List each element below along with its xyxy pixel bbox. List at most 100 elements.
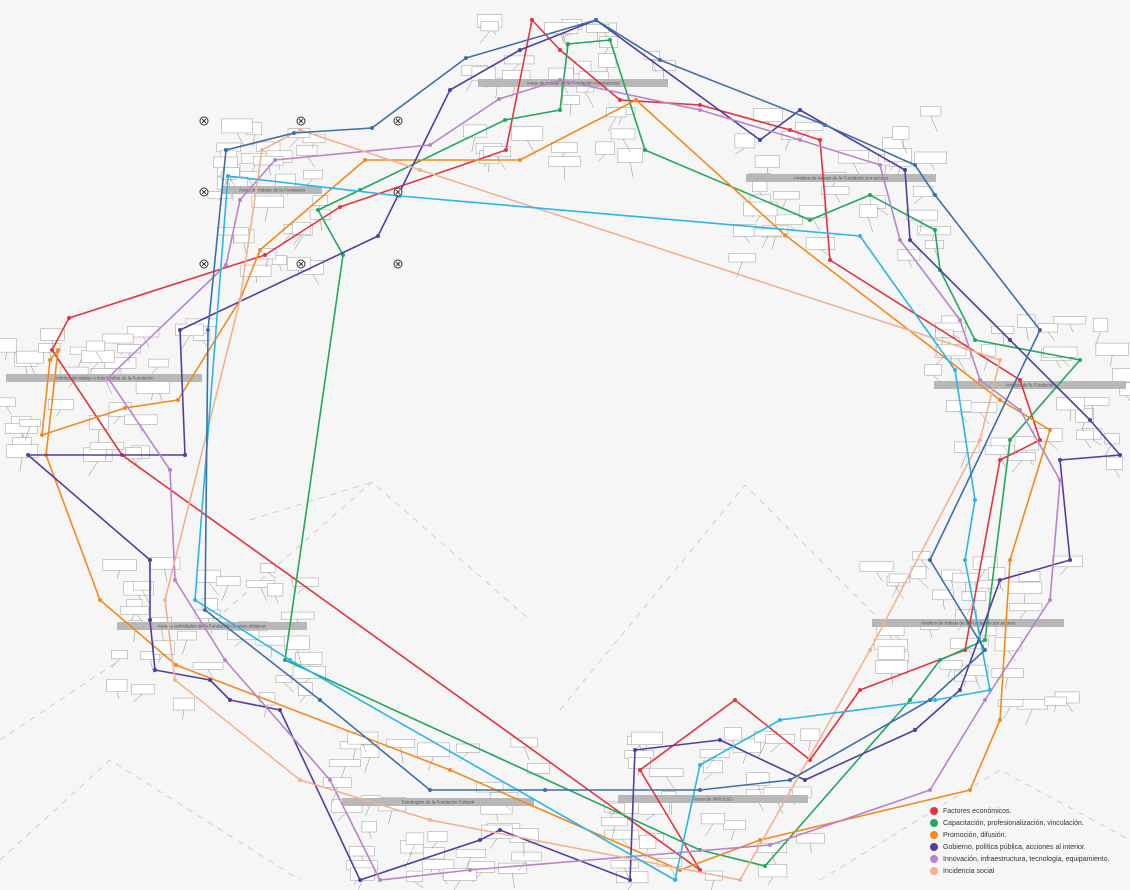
path-node <box>428 143 432 147</box>
node-box <box>604 829 639 840</box>
node-connector <box>983 356 990 371</box>
node-connector <box>113 416 121 425</box>
node-connector <box>1069 409 1071 422</box>
node-connector <box>293 234 302 246</box>
path-node <box>67 316 71 320</box>
node-connector <box>471 872 482 883</box>
node-box <box>932 589 954 601</box>
node-box <box>131 684 155 695</box>
node-connector <box>243 242 247 253</box>
path-node <box>273 158 277 162</box>
legend-item: Incidencia social <box>930 865 1128 877</box>
path-node <box>148 618 152 622</box>
path-node <box>958 688 962 692</box>
node-connector <box>523 746 530 761</box>
path-node <box>298 128 302 132</box>
node-connector <box>404 852 412 869</box>
node-box <box>148 358 169 368</box>
path-node <box>638 768 642 772</box>
path-node <box>933 698 937 702</box>
node-connector <box>151 393 153 401</box>
node-connector <box>1004 677 1008 690</box>
node-box <box>303 169 323 180</box>
node-connector <box>1003 706 1011 719</box>
node-box <box>1053 316 1086 325</box>
category-path <box>284 39 1081 867</box>
node-connector <box>253 134 255 147</box>
node-connector <box>999 454 1007 468</box>
legend-label: Gobierno, política pública, acciones al … <box>943 843 1086 851</box>
path-node <box>808 218 812 222</box>
path-node <box>818 138 822 142</box>
path-node <box>733 698 737 702</box>
node-connector <box>562 34 567 48</box>
node-connector <box>560 33 565 44</box>
node-box <box>906 209 938 221</box>
path-node <box>933 193 937 197</box>
node-connector <box>908 260 912 268</box>
node-box <box>347 731 379 745</box>
legend-label: Promoción, difusión. <box>943 831 1007 839</box>
node-box <box>617 148 644 163</box>
node-connector <box>974 675 981 690</box>
node-connector <box>116 570 121 579</box>
hub-bar <box>117 622 307 630</box>
node-connector <box>963 680 967 688</box>
node-connector <box>1011 460 1023 473</box>
x-circle-icon <box>199 116 209 126</box>
node-box <box>753 228 782 237</box>
node-box <box>106 678 128 692</box>
node-box <box>1095 342 1129 356</box>
path-node <box>628 878 632 882</box>
node-connector <box>149 659 155 674</box>
path-node <box>798 108 802 112</box>
path-node <box>498 828 502 832</box>
node-connector <box>964 582 967 594</box>
node-box <box>422 859 455 870</box>
node-box <box>548 156 581 167</box>
path-node <box>1118 453 1122 457</box>
path-node <box>778 718 782 722</box>
node-box <box>295 651 323 665</box>
path-node <box>738 878 742 882</box>
node-connector <box>296 586 306 595</box>
node-box <box>649 767 684 777</box>
node-connector <box>337 812 347 822</box>
node-connector <box>584 91 595 108</box>
node-box <box>40 328 65 341</box>
path-node <box>973 498 977 502</box>
path-node <box>1038 328 1042 332</box>
path-node <box>658 58 662 62</box>
node-connector <box>810 843 812 853</box>
node-connector <box>265 258 269 268</box>
node-connector <box>221 585 229 601</box>
node-connector <box>387 810 393 825</box>
node-box <box>616 871 649 884</box>
node-connector <box>705 823 714 837</box>
node-box <box>988 567 1006 580</box>
node-box <box>361 820 377 833</box>
path-node <box>376 234 380 238</box>
hub-label: Ámbitos de trabajo de la Fundación por a… <box>794 175 889 181</box>
path-node <box>998 718 1002 722</box>
path-node <box>208 678 212 682</box>
x-circle-icon <box>296 116 306 126</box>
path-node <box>328 778 332 782</box>
node-box <box>215 576 241 586</box>
node-connector <box>913 196 923 204</box>
node-connector <box>1055 360 1061 368</box>
node-connector <box>868 217 873 233</box>
node-box <box>348 846 375 857</box>
hub-bar <box>342 798 534 806</box>
node-connector <box>283 682 294 693</box>
node-connector <box>311 142 315 150</box>
path-node <box>953 368 957 372</box>
node-box <box>498 862 527 874</box>
node-connector <box>665 776 676 791</box>
path-node <box>783 233 787 237</box>
path-node <box>983 648 987 652</box>
path-node <box>968 788 972 792</box>
path-node <box>173 578 177 582</box>
path-node <box>148 558 152 562</box>
node-box <box>924 240 944 249</box>
